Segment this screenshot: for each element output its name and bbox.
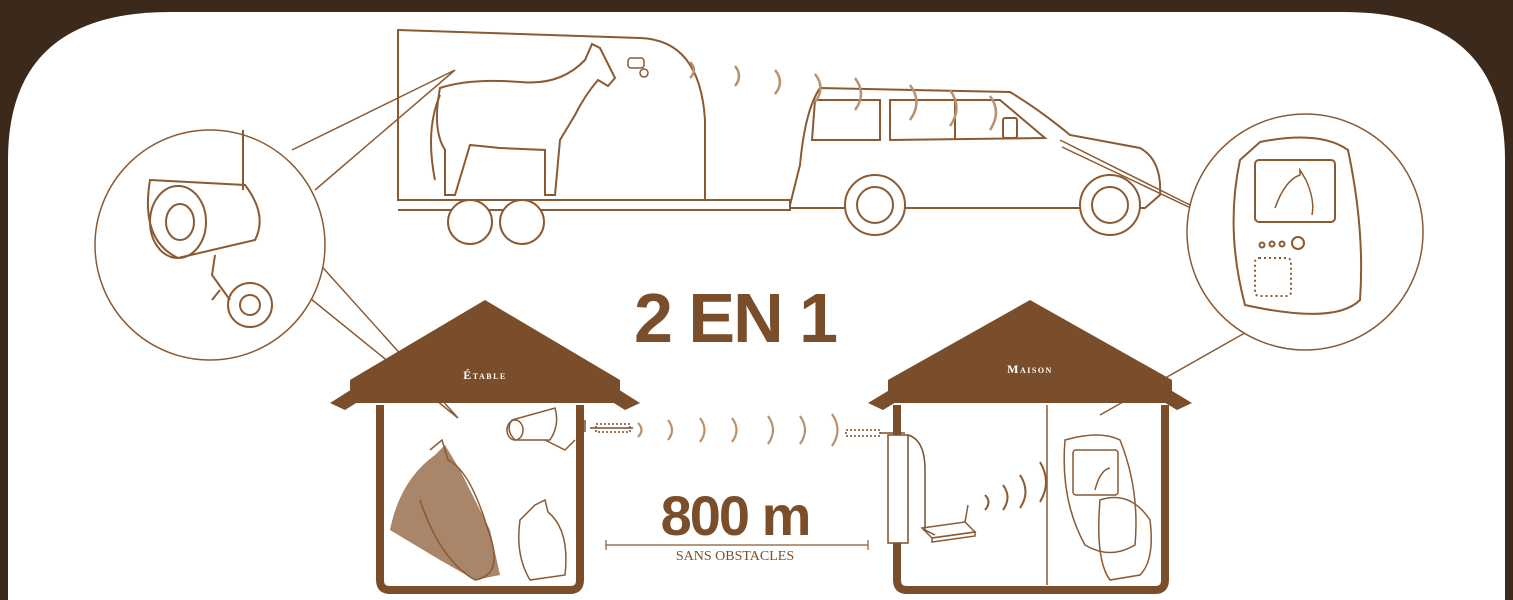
label-maison: Maison (970, 362, 1090, 377)
car-wheel (1080, 175, 1140, 235)
distance-caption: SANS OBSTACLES (620, 548, 850, 566)
headline-2-en-1: 2 EN 1 (600, 278, 870, 358)
car-wheel (845, 175, 905, 235)
label-etable: Étable (425, 368, 545, 383)
distance-value: 800 m (620, 486, 850, 546)
trailer-wheel (500, 200, 544, 244)
trailer-wheel (448, 200, 492, 244)
